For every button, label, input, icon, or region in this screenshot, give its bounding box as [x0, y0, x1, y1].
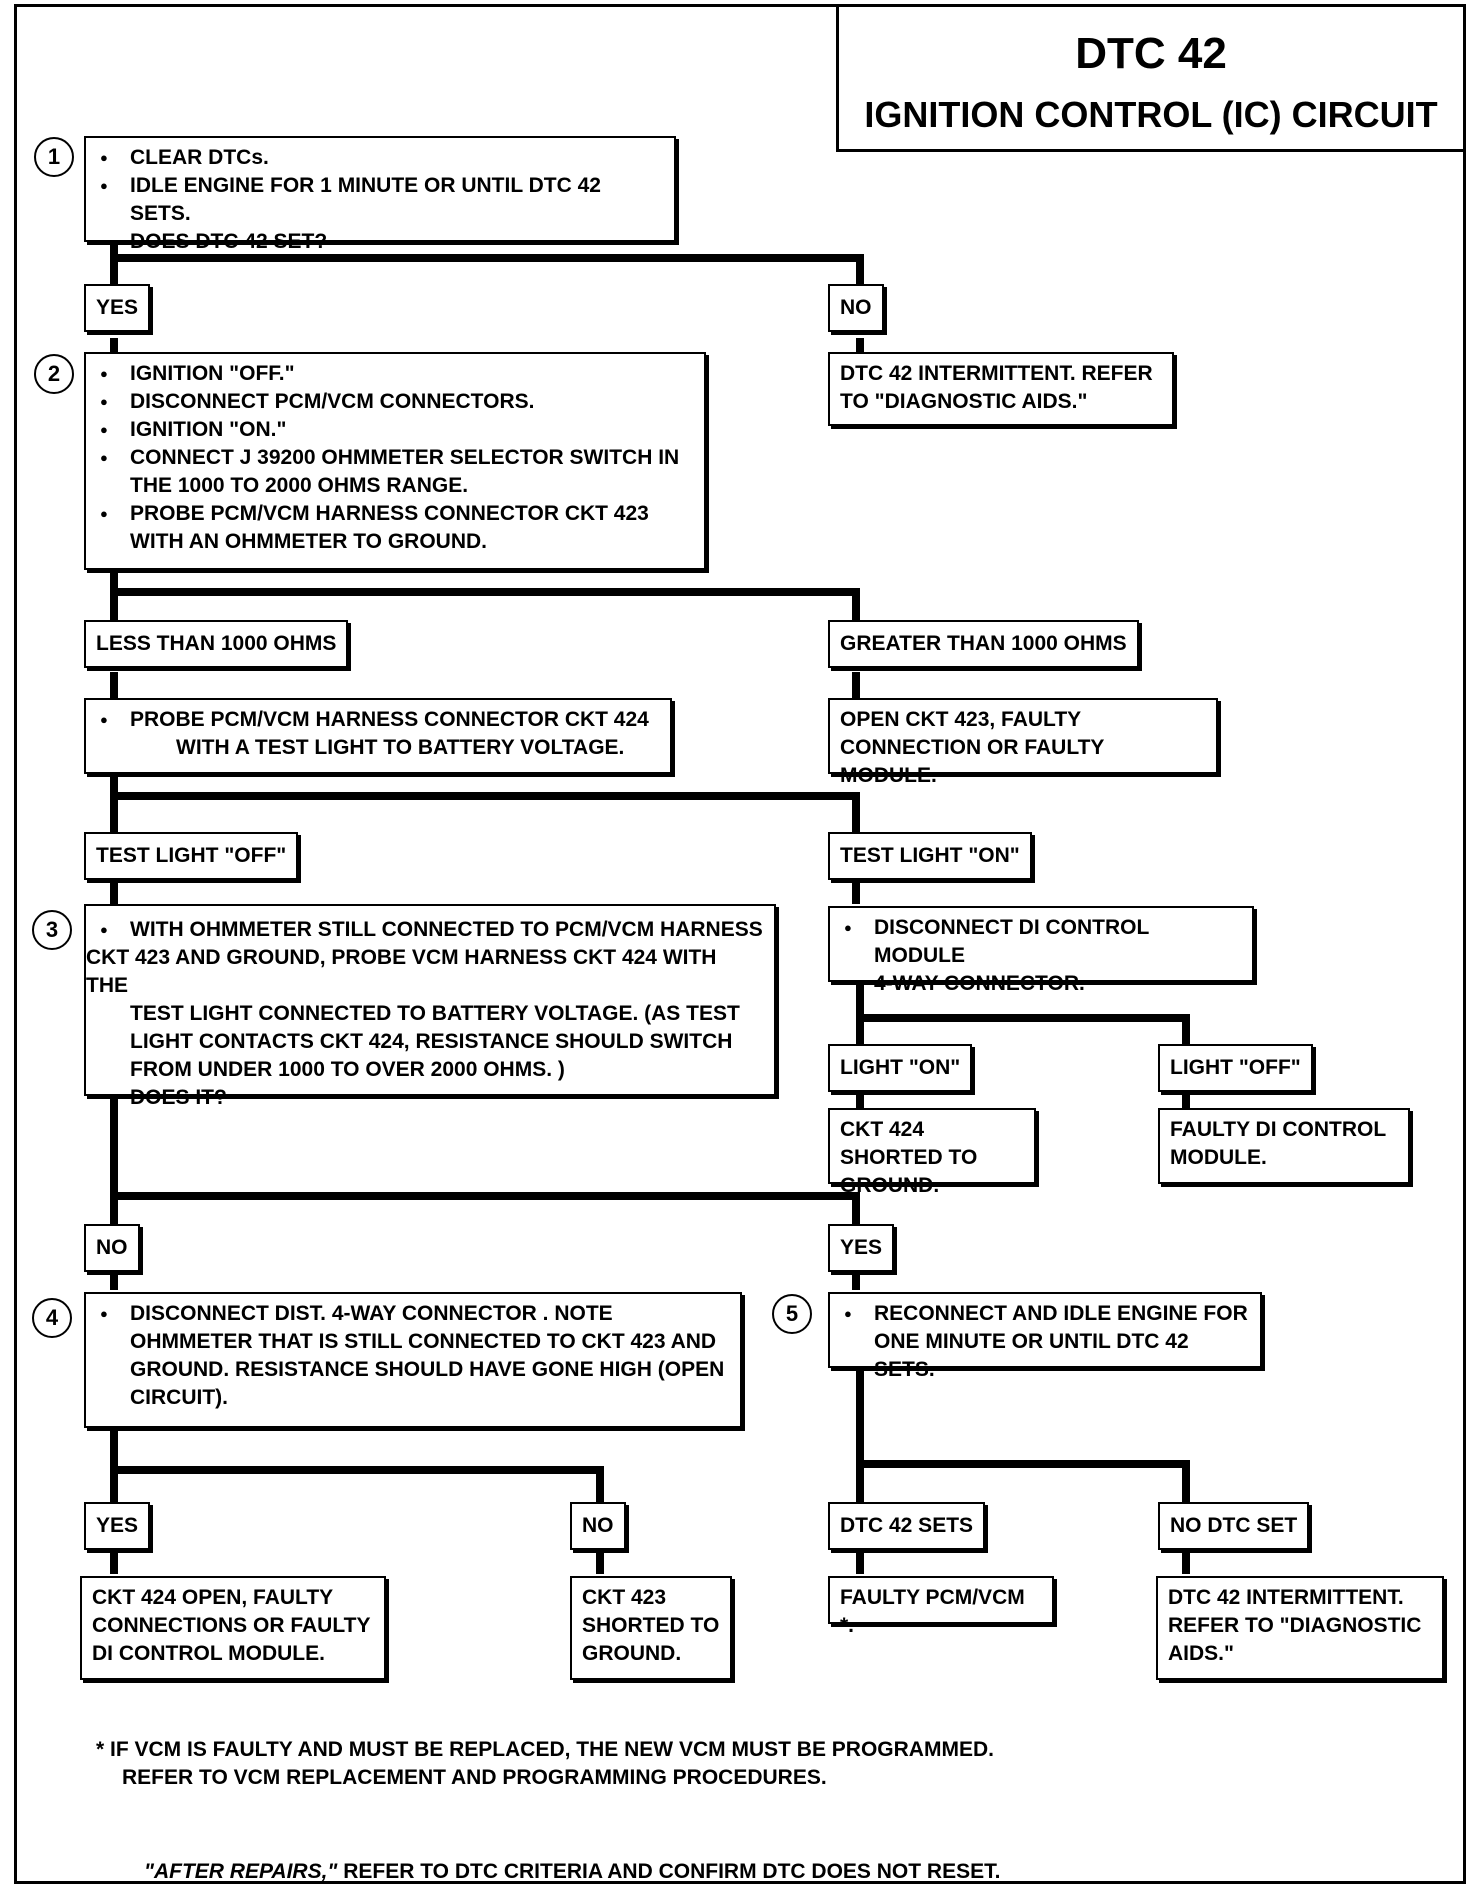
after-repairs-text: REFER TO DTC CRITERIA AND CONFIRM DTC DO… — [337, 1860, 1001, 1883]
step-2-bullet-5: PROBE PCM/VCM HARNESS CONNECTOR CKT 423 … — [96, 500, 694, 556]
label-no-dtc-set: NO DTC SET — [1158, 1502, 1310, 1550]
result-open-ckt423: OPEN CKT 423, FAULTY CONNECTION OR FAULT… — [828, 698, 1218, 787]
label-greater-than-1000: GREATER THAN 1000 OHMS — [828, 620, 1139, 668]
step-3-question: DOES IT? — [130, 1086, 227, 1109]
label-yes-step3: YES — [828, 1224, 895, 1272]
after-repairs-emphasis: "AFTER REPAIRS," — [144, 1860, 338, 1883]
result-ckt423-shorted: CKT 423 SHORTED TO GROUND. — [570, 1576, 732, 1680]
step-2-marker: 2 — [34, 354, 74, 394]
step-5-marker: 5 — [772, 1294, 812, 1334]
step-1-box: CLEAR DTCs. IDLE ENGINE FOR 1 MINUTE OR … — [84, 136, 676, 253]
step-3-line-2: TEST LIGHT CONNECTED TO BATTERY VOLTAGE.… — [130, 1002, 740, 1025]
label-test-light-on: TEST LIGHT "ON" — [828, 832, 1032, 880]
step-5-box: RECONNECT AND IDLE ENGINE FOR ONE MINUTE… — [828, 1292, 1262, 1381]
step-3-marker: 3 — [32, 910, 72, 950]
result-faulty-di-module: FAULTY DI CONTROL MODULE. — [1158, 1108, 1410, 1184]
step-3-box: WITH OHMMETER STILL CONNECTED TO PCM/VCM… — [84, 904, 776, 1109]
step-3-bullet: WITH OHMMETER STILL CONNECTED TO PCM/VCM… — [96, 916, 764, 944]
page-frame — [14, 4, 1466, 1884]
label-no-step3: NO — [84, 1224, 140, 1272]
step-2-bullet-3: IGNITION "ON." — [96, 416, 694, 444]
label-dtc42-sets: DTC 42 SETS — [828, 1502, 986, 1550]
disconnect-di-bullet: DISCONNECT DI CONTROL MODULE — [840, 914, 1242, 970]
step-2-bullet-1: IGNITION "OFF." — [96, 360, 694, 388]
label-no-step1: NO — [828, 284, 884, 332]
result-intermittent-2: DTC 42 INTERMITTENT. REFER TO "DIAGNOSTI… — [1156, 1576, 1444, 1680]
footnote-line-1: * IF VCM IS FAULTY AND MUST BE REPLACED,… — [96, 1738, 994, 1761]
step-4-bullet: DISCONNECT DIST. 4-WAY CONNECTOR . NOTE … — [96, 1300, 730, 1412]
step-1-bullet-1: CLEAR DTCs. — [96, 144, 664, 172]
label-light-off: LIGHT "OFF" — [1158, 1044, 1313, 1092]
disconnect-di-box: DISCONNECT DI CONTROL MODULE 4-WAY CONNE… — [828, 906, 1254, 995]
label-light-on: LIGHT "ON" — [828, 1044, 973, 1092]
step-2-bullet-4: CONNECT J 39200 OHMMETER SELECTOR SWITCH… — [96, 444, 694, 500]
probe-ckt424-cont: WITH A TEST LIGHT TO BATTERY VOLTAGE. — [176, 736, 625, 759]
page-subtitle: IGNITION CONTROL (IC) CIRCUIT — [864, 94, 1438, 135]
step-2-bullet-2: DISCONNECT PCM/VCM CONNECTORS. — [96, 388, 694, 416]
result-ckt424-open: CKT 424 OPEN, FAULTY CONNECTIONS OR FAUL… — [80, 1576, 386, 1680]
step-3-line-1: CKT 423 AND GROUND, PROBE VCM HARNESS CK… — [86, 946, 717, 997]
label-less-than-1000: LESS THAN 1000 OHMS — [84, 620, 349, 668]
footnote-line-2: REFER TO VCM REPLACEMENT AND PROGRAMMING… — [122, 1766, 827, 1789]
title-block: DTC 42 IGNITION CONTROL (IC) CIRCUIT — [836, 4, 1466, 152]
result-faulty-pcm-vcm: FAULTY PCM/VCM *. — [828, 1576, 1054, 1637]
probe-ckt424-bullet: PROBE PCM/VCM HARNESS CONNECTOR CKT 424 — [96, 706, 660, 734]
step-5-bullet: RECONNECT AND IDLE ENGINE FOR ONE MINUTE… — [840, 1300, 1250, 1384]
label-no-step4: NO — [570, 1502, 626, 1550]
label-test-light-off: TEST LIGHT "OFF" — [84, 832, 299, 880]
step-1-question: DOES DTC 42 SET? — [130, 230, 328, 253]
page-title: DTC 42 — [1075, 29, 1227, 78]
step-1-marker: 1 — [34, 137, 74, 177]
after-repairs-note: "AFTER REPAIRS," REFER TO DTC CRITERIA A… — [144, 1858, 1000, 1886]
step-4-marker: 4 — [32, 1298, 72, 1338]
disconnect-di-cont: 4-WAY CONNECTOR. — [874, 972, 1085, 995]
step-1-bullet-2: IDLE ENGINE FOR 1 MINUTE OR UNTIL DTC 42… — [96, 172, 664, 228]
step-3-line-3: LIGHT CONTACTS CKT 424, RESISTANCE SHOUL… — [130, 1030, 733, 1053]
step-4-box: DISCONNECT DIST. 4-WAY CONNECTOR . NOTE … — [84, 1292, 742, 1428]
result-intermittent-1: DTC 42 INTERMITTENT. REFER TO "DIAGNOSTI… — [828, 352, 1174, 426]
step-3-line-4: FROM UNDER 1000 TO OVER 2000 OHMS. ) — [130, 1058, 565, 1081]
probe-ckt424-box: PROBE PCM/VCM HARNESS CONNECTOR CKT 424 … — [84, 698, 672, 774]
label-yes-step1: YES — [84, 284, 151, 332]
label-yes-step4: YES — [84, 1502, 151, 1550]
step-2-box: IGNITION "OFF." DISCONNECT PCM/VCM CONNE… — [84, 352, 706, 570]
result-ckt424-shorted: CKT 424 SHORTED TO GROUND. — [828, 1108, 1036, 1197]
